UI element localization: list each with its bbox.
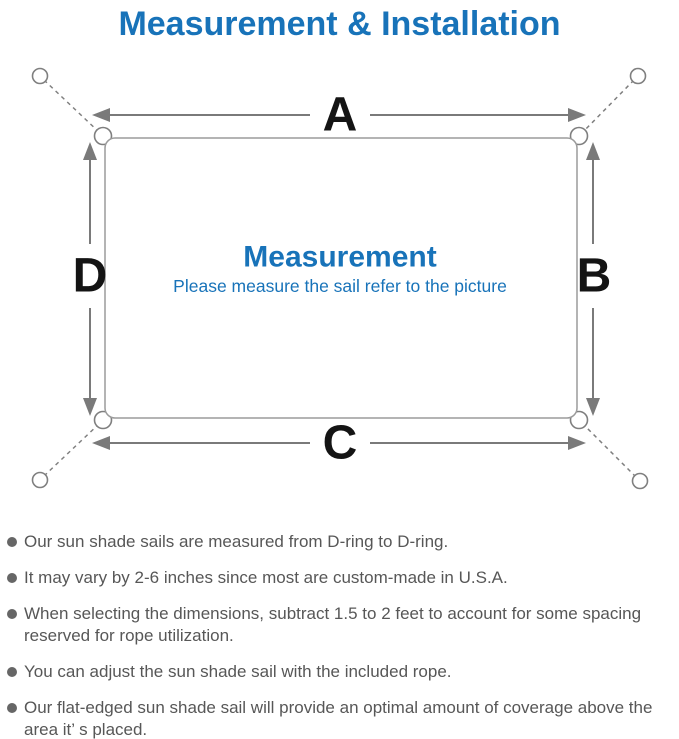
dimension-label-b: B	[577, 250, 612, 303]
arrowhead-up-icon-d	[83, 142, 97, 160]
note-item: Our flat-edged sun shade sail will provi…	[7, 697, 657, 739]
dimension-label-c: C	[323, 417, 358, 470]
d-ring-icon-top-left	[93, 126, 113, 146]
arrowhead-right-icon-c	[568, 436, 586, 450]
note-item: You can adjust the sun shade sail with t…	[7, 661, 657, 683]
bullet-dot-icon	[7, 609, 17, 619]
arrowhead-up-icon-b	[586, 142, 600, 160]
anchor-ring-icon-bottom-left	[31, 471, 49, 489]
sail-outline	[104, 137, 578, 419]
note-text: It may vary by 2-6 inches since most are…	[24, 568, 508, 587]
note-item: It may vary by 2-6 inches since most are…	[7, 567, 657, 589]
bullet-dot-icon	[7, 537, 17, 547]
anchor-ring-icon-bottom-right	[631, 472, 649, 490]
dimension-label-a: A	[323, 89, 358, 142]
arrowhead-down-icon-b	[586, 398, 600, 416]
sail-measurement-diagram: A C D B Measurement Please measure the s…	[31, 67, 649, 490]
arrowhead-left-icon-c	[92, 436, 110, 450]
bullet-dot-icon	[7, 703, 17, 713]
note-text: Our flat-edged sun shade sail will provi…	[24, 698, 653, 739]
anchor-ring-icon-top-left	[31, 67, 49, 85]
d-ring-icon-bottom-left	[93, 410, 113, 430]
arrowhead-right-icon-a	[568, 108, 586, 122]
arrowhead-left-icon-a	[92, 108, 110, 122]
guy-line-top-right	[580, 79, 635, 135]
diagram-center-title: Measurement	[243, 241, 436, 274]
arrowhead-down-icon-d	[83, 398, 97, 416]
note-text: When selecting the dimensions, subtract …	[24, 604, 642, 645]
guy-line-bottom-left	[43, 421, 102, 477]
page-title: Measurement & Installation	[118, 5, 561, 43]
notes-list: Our sun shade sails are measured from D-…	[0, 531, 657, 739]
anchor-ring-icon-top-right	[629, 67, 647, 85]
diagram-center-subtitle: Please measure the sail refer to the pic…	[173, 276, 507, 296]
guy-line-top-left	[43, 79, 102, 135]
note-text: Our sun shade sails are measured from D-…	[24, 532, 449, 551]
guy-line-bottom-right	[580, 421, 637, 478]
note-text: You can adjust the sun shade sail with t…	[24, 662, 452, 681]
bullet-dot-icon	[7, 573, 17, 583]
note-item: When selecting the dimensions, subtract …	[7, 603, 657, 647]
dimension-label-d: D	[73, 250, 108, 303]
d-ring-icon-top-right	[569, 126, 589, 146]
note-item: Our sun shade sails are measured from D-…	[7, 531, 657, 553]
bullet-dot-icon	[7, 667, 17, 677]
d-ring-icon-bottom-right	[569, 410, 589, 430]
